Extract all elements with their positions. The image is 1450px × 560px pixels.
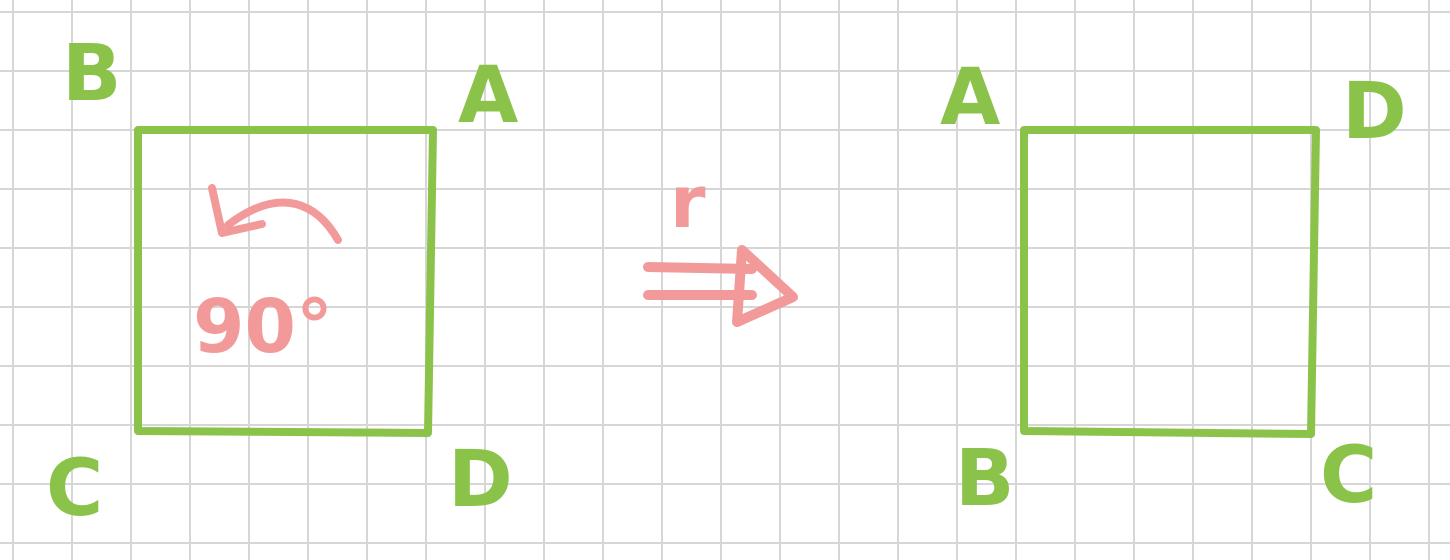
vertex-label-after-bottom-left: B bbox=[955, 434, 1014, 524]
counterclockwise-arrow-icon bbox=[208, 184, 342, 244]
vertex-label-after-top-left: A bbox=[940, 53, 1000, 143]
rotation-notation-label: r bbox=[670, 160, 706, 244]
square-after: A D B C bbox=[940, 53, 1407, 524]
square-before-outline bbox=[134, 126, 437, 437]
vertex-label-before-bottom-right: D bbox=[448, 435, 513, 525]
double-arrow-icon bbox=[643, 245, 798, 327]
square-before: B A C D 90° bbox=[46, 29, 518, 534]
rotation-angle-label: 90° bbox=[193, 284, 333, 370]
transformation: r bbox=[643, 160, 798, 327]
vertex-label-after-top-right: D bbox=[1342, 67, 1407, 157]
vertex-label-before-top-right: A bbox=[458, 51, 518, 141]
vertex-label-before-bottom-left: C bbox=[46, 444, 103, 534]
vertex-label-after-bottom-right: C bbox=[1320, 431, 1377, 521]
square-after-outline bbox=[1020, 126, 1320, 438]
vertex-label-before-top-left: B bbox=[62, 29, 121, 119]
